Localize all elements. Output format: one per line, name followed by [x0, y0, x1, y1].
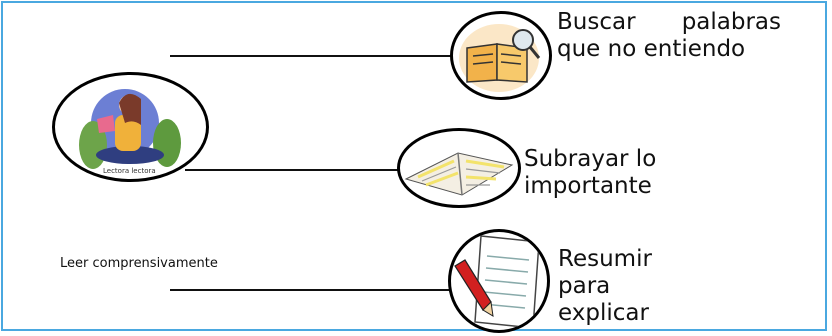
connector-bottom: [170, 289, 455, 291]
item-1-word-b: palabras: [681, 9, 781, 35]
item-2-line-2: importante: [524, 173, 652, 199]
item-2-line-1: Subrayar lo: [524, 146, 657, 172]
connector-middle: [185, 169, 405, 171]
illustration-caption: Lectora lectora: [103, 167, 156, 175]
item-3-line-2: para: [558, 273, 611, 299]
item-1-label: Buscar palabras que no entiendo: [557, 9, 781, 63]
main-topic-caption: Leer comprensivamente: [60, 256, 218, 271]
item-3-line-3: explicar: [558, 300, 649, 326]
connector-top: [170, 55, 460, 57]
item-2-label: Subrayar lo importante: [524, 146, 656, 200]
item-3-line-1: Resumir: [558, 246, 652, 272]
summary-circle: [448, 229, 550, 333]
page-pencil-icon: [454, 235, 540, 329]
dictionary-circle: [450, 11, 552, 100]
open-book-highlight-icon: [404, 152, 514, 196]
underline-circle: [397, 128, 521, 208]
item-3-label: Resumir para explicar: [558, 246, 652, 327]
item-1-word-a: Buscar: [557, 9, 636, 35]
book-magnifier-icon: [459, 24, 541, 92]
reading-woman-icon: Lectora lectora: [79, 89, 181, 175]
item-1-line-2: que no entiendo: [557, 36, 746, 62]
reader-illustration: Lectora lectora: [52, 72, 209, 182]
